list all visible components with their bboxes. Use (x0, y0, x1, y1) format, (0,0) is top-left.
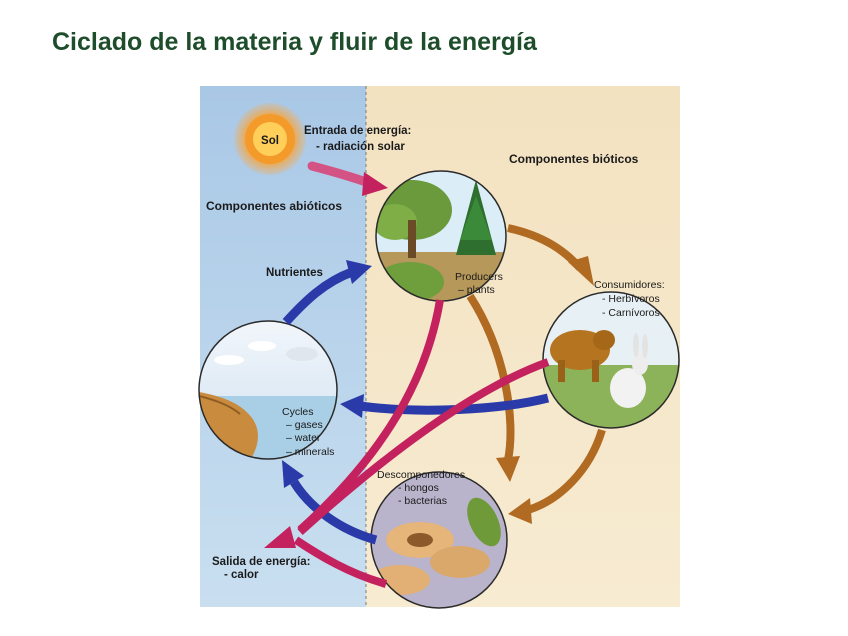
energy-input-title: Entrada de energía: (304, 125, 411, 137)
slide-title: Ciclado de la materia y fluir de la ener… (52, 28, 537, 56)
cycles-item-water: – water (286, 432, 321, 444)
cycles-label: Cycles (282, 406, 314, 418)
energy-output-title: Salida de energía: (212, 556, 310, 568)
sunlight-arrow (307, 161, 388, 196)
producers-item: – plants (458, 284, 495, 296)
energy-out-arrows (264, 299, 550, 588)
sun-icon (234, 103, 306, 175)
decomposers-item-bacteria: - bacterias (398, 495, 447, 507)
producers-label: Producers (455, 271, 503, 283)
decomposers-item-fungi: - hongos (398, 482, 439, 494)
consumers-item-carnivores: - Carnívoros (602, 307, 660, 319)
rabbit-icon (610, 333, 648, 408)
decomposers-label: Descomponedores (377, 469, 465, 481)
nutrients-label: Nutrientes (266, 267, 323, 279)
abiotic-components-label: Componentes abióticos (206, 199, 342, 213)
energy-input-item: - radiación solar (316, 141, 405, 153)
consumers-item-herbivores: - Herbívoros (602, 293, 660, 305)
cycles-item-minerals: – minerals (286, 446, 334, 458)
energy-output-item: - calor (224, 569, 259, 581)
bear-icon (550, 330, 615, 382)
biotic-components-label: Componentes bióticos (509, 152, 639, 166)
consumers-label: Consumidores: (594, 279, 665, 291)
cycles-item-gases: – gases (286, 419, 323, 431)
decomposers-circle (371, 472, 507, 608)
sun-label: Sol (261, 135, 279, 147)
